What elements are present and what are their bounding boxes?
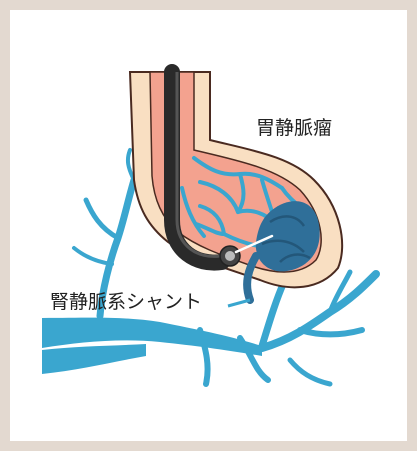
splenorenal-shunt-label: 腎静脈系シャント	[50, 291, 202, 313]
gastric-varices-label: 胃静脈瘤	[256, 117, 332, 139]
shunt-leader-line	[228, 300, 250, 306]
